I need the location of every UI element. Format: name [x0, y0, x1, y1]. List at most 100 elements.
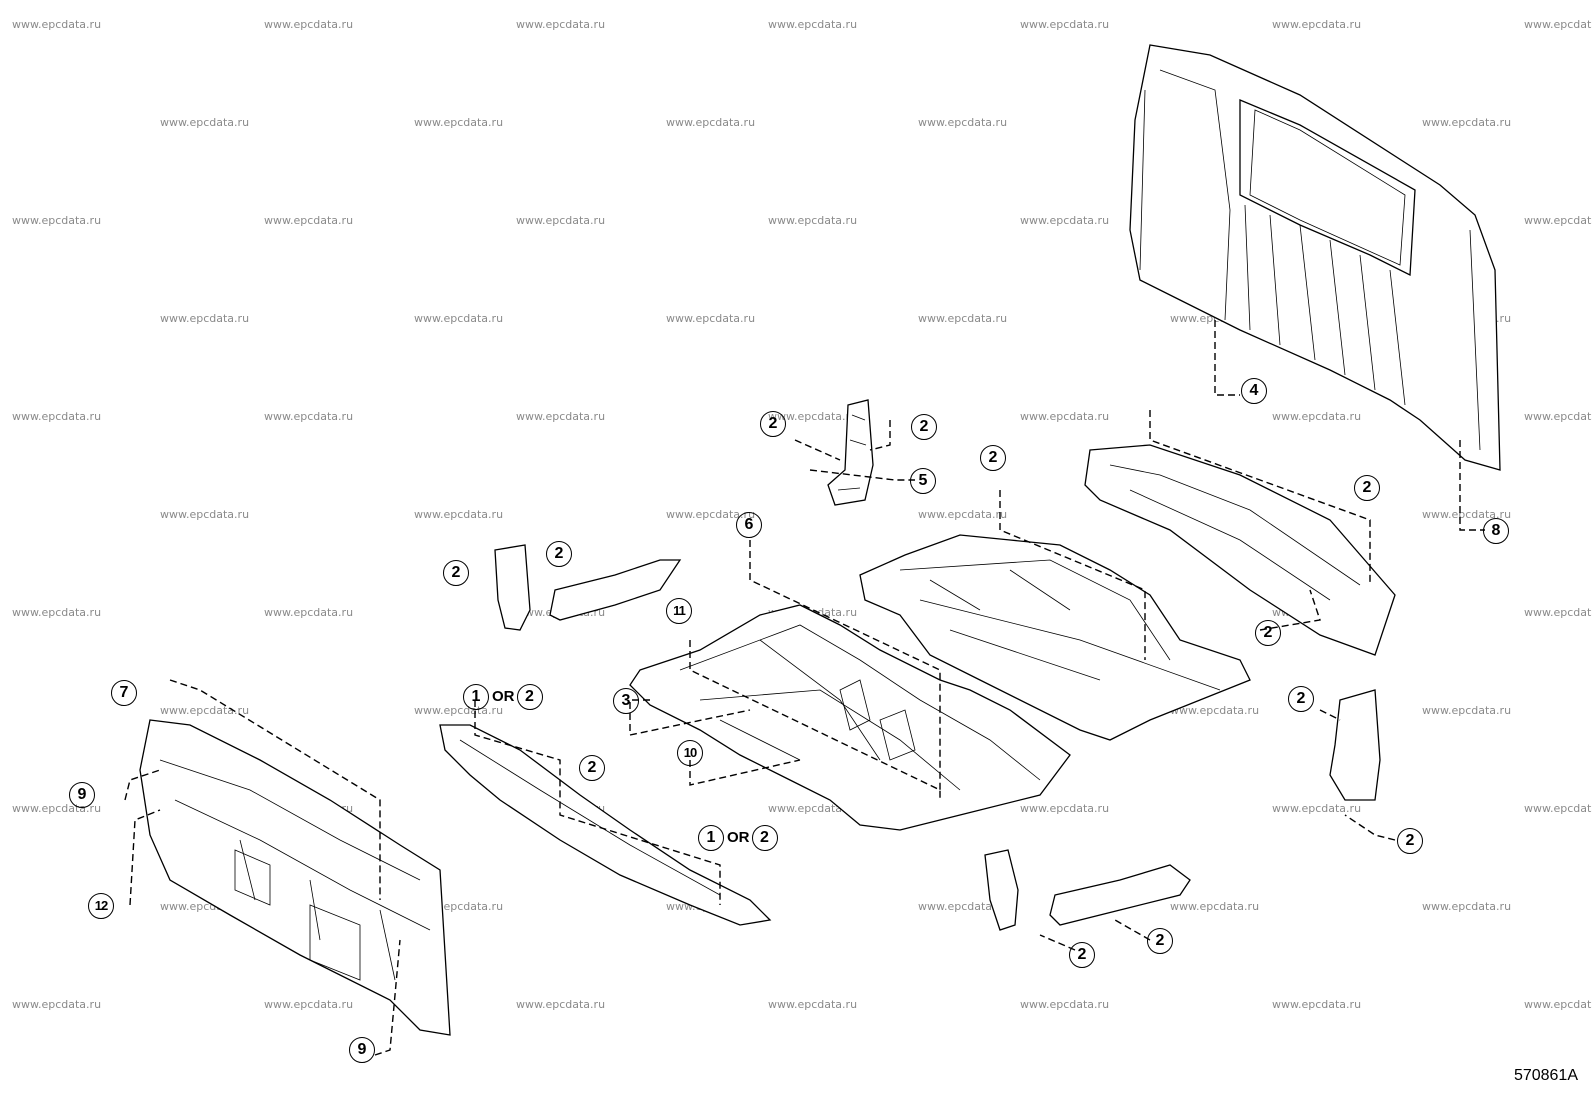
- watermark-text: www.epcdata.ru: [414, 116, 504, 129]
- watermark-text: www.epcdata.ru: [160, 508, 250, 521]
- callout-part-11: 11: [666, 598, 692, 624]
- right-front-brackets: [984, 849, 1191, 931]
- watermark-text: www.epcdata.ru: [264, 998, 354, 1011]
- watermark-text: www.epcdata.ru: [1422, 704, 1512, 717]
- callout-part-9-upper: 9: [69, 782, 95, 808]
- watermark-text: www.epcdata.ru: [768, 998, 858, 1011]
- watermark-text: www.epcdata.ru: [516, 214, 606, 227]
- watermark-text: www.epcdata.ru: [1020, 802, 1110, 815]
- left-brackets: [494, 544, 682, 631]
- watermark-text: www.epcdata.ru: [160, 704, 250, 717]
- callout-part-3: 3: [613, 688, 639, 714]
- right-lower-bracket: [1329, 689, 1381, 801]
- part-number: 2: [579, 755, 605, 781]
- watermark-text: www.epcdata.ru: [516, 18, 606, 31]
- part-number: 2: [1354, 475, 1380, 501]
- watermark-text: www.epcdata.ru: [1524, 998, 1592, 1011]
- bracket-part-5: [827, 399, 874, 506]
- drawing-code: 570861A: [1513, 1067, 1578, 1084]
- watermark-text: www.epcdata.ru: [516, 998, 606, 1011]
- front-floor-pan-part-6: [629, 604, 1071, 831]
- watermark-text: www.epcdata.ru: [1422, 508, 1512, 521]
- watermark-text: www.epcdata.ru: [264, 214, 354, 227]
- part-number: 2: [546, 541, 572, 567]
- callout-part-2-k: 2: [1147, 928, 1173, 954]
- rear-cross-member-part: [1084, 444, 1396, 656]
- part-number: 7: [111, 680, 137, 706]
- part-number-alt: 2: [751, 825, 778, 851]
- part-number: 10: [677, 740, 703, 766]
- part-number: 12: [88, 893, 114, 919]
- part-number-alt: 2: [516, 684, 543, 710]
- dash-panel-part-7: [139, 719, 451, 1036]
- watermark-text: www.epcdata.ru: [666, 508, 756, 521]
- watermark-text: www.epcdata.ru: [918, 900, 1008, 913]
- callout-part-2-j: 2: [1397, 828, 1423, 854]
- watermark-text: www.epcdata.ru: [12, 18, 102, 31]
- or-label: OR: [727, 829, 750, 846]
- watermark-text: www.epcdata.ru: [1524, 802, 1592, 815]
- watermark-text: www.epcdata.ru: [768, 214, 858, 227]
- watermark-text: www.epcdata.ru: [918, 312, 1008, 325]
- or-label: OR: [492, 688, 515, 705]
- callout-part-2-e: 2: [1255, 620, 1281, 646]
- watermark-text: www.epcdata.ru: [1422, 900, 1512, 913]
- watermark-text: www.epcdata.ru: [918, 116, 1008, 129]
- callout-part-10: 10: [677, 740, 703, 766]
- callout-part-4: 4: [1241, 378, 1267, 404]
- part-number: 3: [613, 688, 639, 714]
- part-number: 2: [1255, 620, 1281, 646]
- watermark-text: www.epcdata.ru: [1524, 606, 1592, 619]
- part-number: 4: [1241, 378, 1267, 404]
- watermark-text: www.epcdata.ru: [1170, 704, 1260, 717]
- part-number: 1: [463, 684, 489, 710]
- watermark-text: www.epcdata.ru: [1422, 116, 1512, 129]
- watermark-text: www.epcdata.ru: [768, 18, 858, 31]
- watermark-text: www.epcdata.ru: [1020, 410, 1110, 423]
- watermark-text: www.epcdata.ru: [1524, 18, 1592, 31]
- watermark-text: www.epcdata.ru: [1272, 410, 1362, 423]
- callout-part-2-l: 2: [1069, 942, 1095, 968]
- watermark-text: www.epcdata.ru: [1272, 18, 1362, 31]
- callout-part-12: 12: [88, 893, 114, 919]
- back-panel-part-4: [1129, 44, 1501, 471]
- part-number: 5: [910, 468, 936, 494]
- watermark-text: www.epcdata.ru: [12, 606, 102, 619]
- watermark-text: www.epcdata.ru: [918, 508, 1008, 521]
- part-number: 2: [1069, 942, 1095, 968]
- part-number: 2: [911, 414, 937, 440]
- callout-part-2-a: 2: [760, 411, 786, 437]
- callout-part-2-h: 2: [579, 755, 605, 781]
- part-number: 9: [349, 1037, 375, 1063]
- leader-lines: [124, 320, 1485, 1056]
- watermark-text: www.epcdata.ru: [414, 508, 504, 521]
- part-number: 2: [1147, 928, 1173, 954]
- watermark-text: www.epcdata.ru: [12, 214, 102, 227]
- part-number: 8: [1483, 518, 1509, 544]
- watermark-text: www.epcdata.ru: [516, 410, 606, 423]
- part-number: 2: [443, 560, 469, 586]
- watermark-text: www.epcdata.ru: [1170, 900, 1260, 913]
- watermark-text: www.epcdata.ru: [768, 802, 858, 815]
- watermark-text: www.epcdata.ru: [666, 312, 756, 325]
- watermark-text: www.epcdata.ru: [1524, 410, 1592, 423]
- watermark-text: www.epcdata.ru: [12, 410, 102, 423]
- callout-part-8: 8: [1483, 518, 1509, 544]
- part-number: 2: [1397, 828, 1423, 854]
- callout-part-2-b: 2: [911, 414, 937, 440]
- part-number: 6: [736, 512, 762, 538]
- callout-part-2-c: 2: [980, 445, 1006, 471]
- watermark-text: www.epcdata.ru: [1272, 802, 1362, 815]
- watermark-text: www.epcdata.ru: [1524, 214, 1592, 227]
- callout-part-6: 6: [736, 512, 762, 538]
- watermark-text: www.epcdata.ru: [1020, 214, 1110, 227]
- callout-part-7: 7: [111, 680, 137, 706]
- watermark-text: www.epcdata.ru: [1020, 18, 1110, 31]
- rear-floor-pan: [859, 534, 1251, 741]
- part-number: 2: [1288, 686, 1314, 712]
- watermark-text: www.epcdata.ru: [414, 312, 504, 325]
